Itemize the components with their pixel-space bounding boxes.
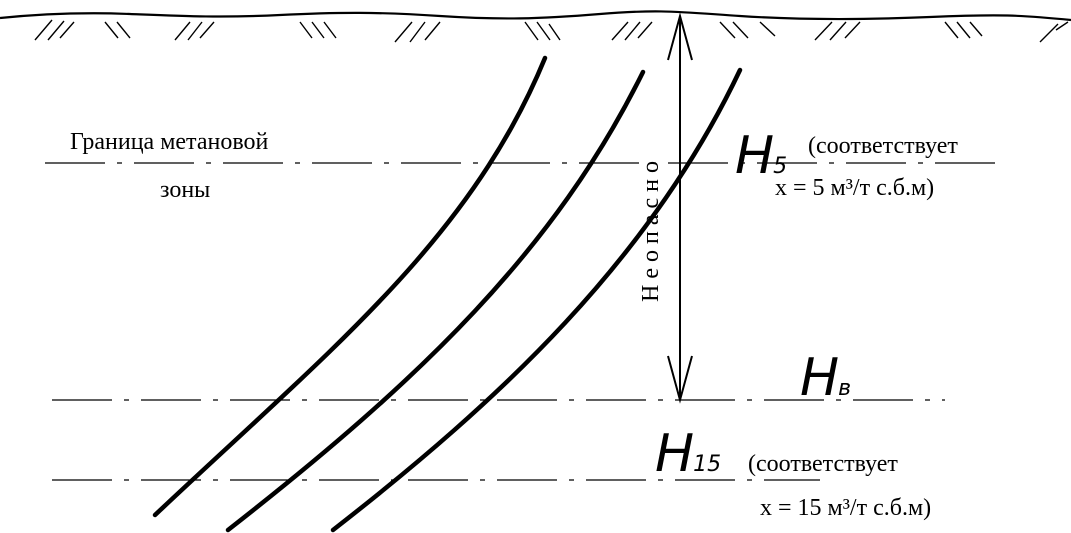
ground-hatching	[35, 20, 1068, 42]
h15-label: H15	[655, 428, 721, 480]
h5-note: (соответствует	[808, 134, 958, 158]
methane-boundary-label-line1: Граница метановой	[70, 130, 268, 154]
ground-surface-line	[0, 11, 1071, 20]
h15-subscript: 15	[693, 452, 721, 477]
seam-2	[228, 72, 643, 530]
hb-subscript: в	[838, 376, 851, 401]
non-hazardous-label: Неопасно	[638, 155, 674, 302]
h15-note: (соответствует	[748, 452, 898, 476]
h5-value: x = 5 м³/т с.б.м)	[775, 176, 934, 200]
h5-symbol: H	[735, 126, 773, 186]
hb-symbol: H	[800, 348, 838, 408]
h15-value: x = 15 м³/т с.б.м)	[760, 496, 931, 520]
hb-label: Hв	[800, 352, 851, 404]
h15-symbol: H	[655, 424, 693, 484]
seam-1	[155, 58, 545, 515]
methane-boundary-label-line2: зоны	[160, 178, 210, 202]
depth-lines	[45, 163, 1005, 480]
